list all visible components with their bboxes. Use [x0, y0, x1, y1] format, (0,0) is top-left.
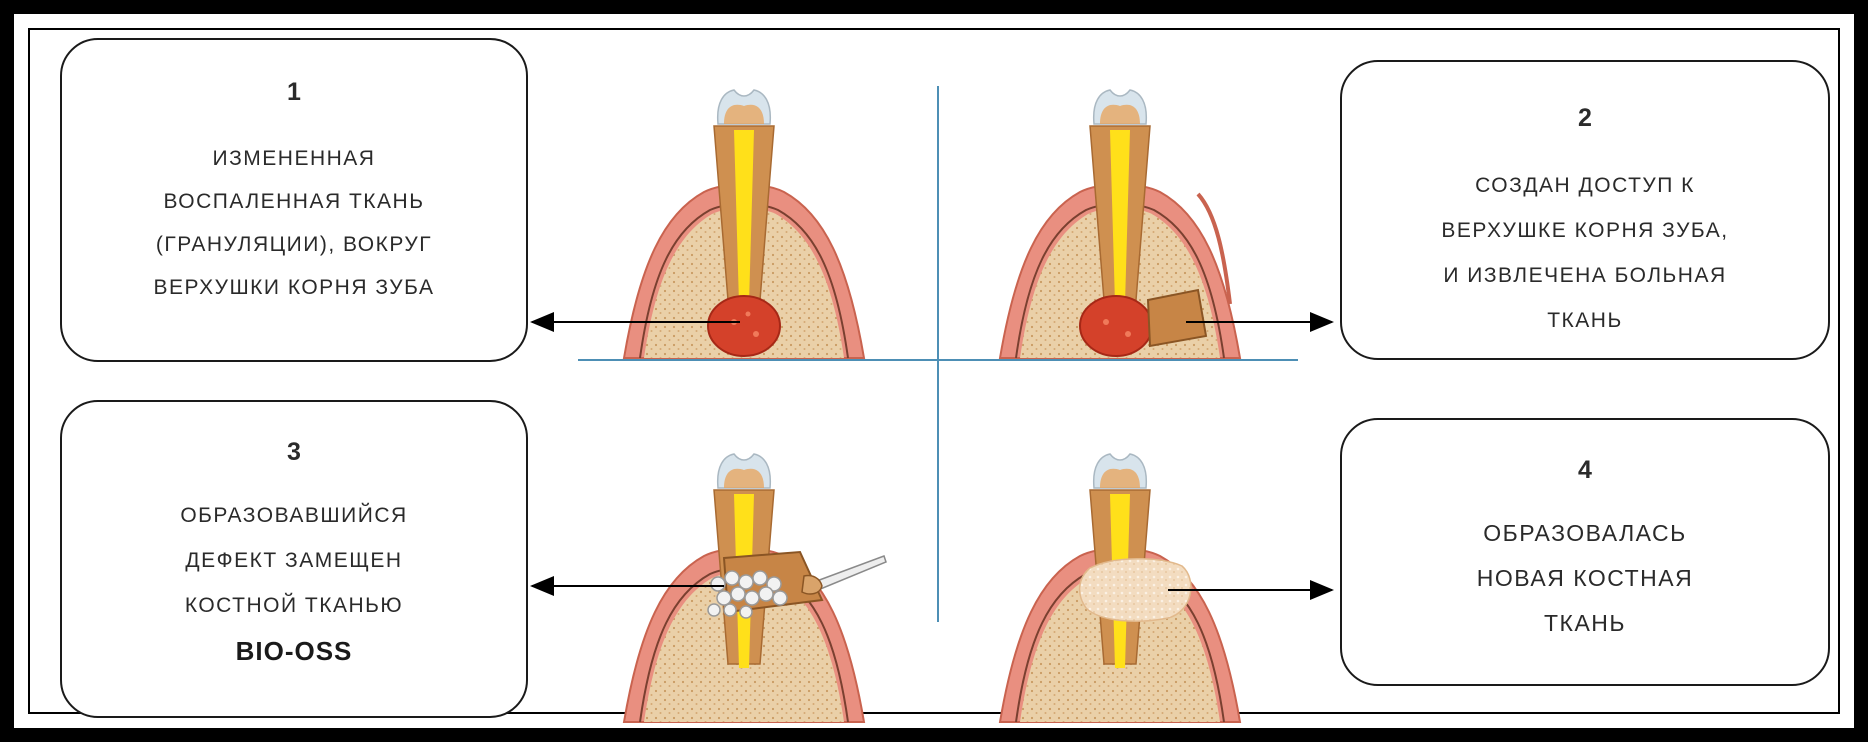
granuloma — [708, 296, 780, 356]
tooth-2-illustration — [1000, 90, 1240, 358]
granuloma — [1080, 296, 1152, 356]
step-1-description: ИЗМЕНЕННАЯ ВОСПАЛЕННАЯ ТКАНЬ (ГРАНУЛЯЦИИ… — [62, 137, 526, 309]
step-2-number: 2 — [1342, 104, 1828, 133]
access-window — [1148, 290, 1206, 346]
step-3-description: ОБРАЗОВАВШИЙСЯ ДЕФЕКТ ЗАМЕЩЕН КОСТНОЙ ТК… — [62, 493, 526, 628]
tooth-4-illustration — [1000, 454, 1240, 722]
step-3-material-label: BIO-OSS — [62, 636, 526, 667]
step-1-box: 1 ИЗМЕНЕННАЯ ВОСПАЛЕННАЯ ТКАНЬ (ГРАНУЛЯЦ… — [60, 38, 528, 362]
step-4-description: ОБРАЗОВАЛАСЬ НОВАЯ КОСТНАЯ ТКАНЬ — [1342, 511, 1828, 646]
step-3-number: 3 — [62, 438, 526, 467]
step-2-box: 2 СОЗДАН ДОСТУП К ВЕРХУШКЕ КОРНЯ ЗУБА, И… — [1340, 60, 1830, 360]
tooth-1-illustration — [624, 90, 864, 358]
step-1-number: 1 — [62, 78, 526, 107]
step-2-description: СОЗДАН ДОСТУП К ВЕРХУШКЕ КОРНЯ ЗУБА, И И… — [1342, 163, 1828, 343]
step-3-box: 3 ОБРАЗОВАВШИЙСЯ ДЕФЕКТ ЗАМЕЩЕН КОСТНОЙ … — [60, 400, 528, 718]
tooth-3-illustration — [624, 454, 886, 722]
graft-instrument — [814, 556, 886, 590]
step-4-box: 4 ОБРАЗОВАЛАСЬ НОВАЯ КОСТНАЯ ТКАНЬ — [1340, 418, 1830, 686]
step-4-number: 4 — [1342, 456, 1828, 485]
